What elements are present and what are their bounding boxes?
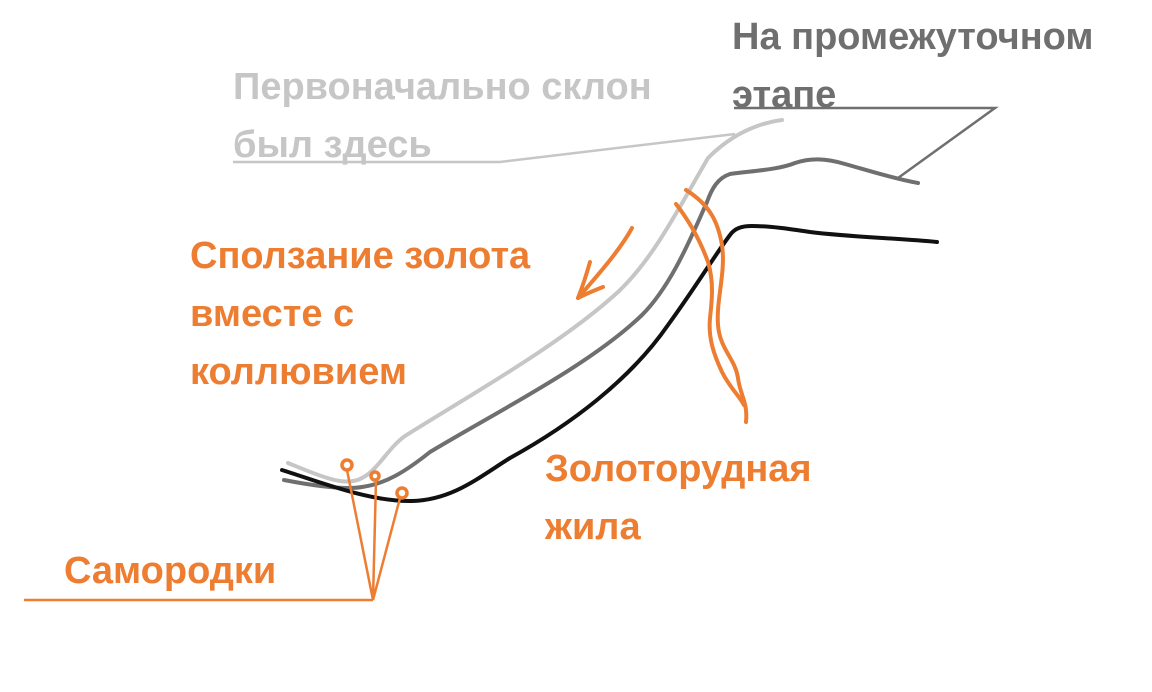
gold-vein-drawing [674,188,749,424]
creep-arrow-icon [576,226,634,300]
nuggets-pointer [24,469,402,602]
original-slope-label-line: был здесь [233,124,432,166]
nuggets-label-text: Самородки [64,550,277,592]
nugget-marker [369,470,381,482]
gold-vein-label-line: Золоторудная [545,448,812,490]
gold-creep-label-line: вместе с [190,293,355,335]
intermediate-slope-line [282,157,920,491]
nuggets-label: Самородки [64,542,276,600]
current-slope-line [280,224,939,504]
gold-vein-label-line: жила [545,506,641,548]
gold-creep-label-line: коллювием [190,351,407,393]
intermediate-stage-label: На промежуточном этапе [732,8,1094,124]
original-slope-label: Первоначально склон был здесь [233,58,652,174]
intermediate-slope-pointer [734,106,999,180]
intermediate-stage-label-line: На промежуточном [732,16,1094,58]
gold-vein-label: Золоторудная жила [545,440,812,556]
gold-creep-label-line: Сползание золота [190,235,531,277]
original-slope-label-line: Первоначально склон [233,66,652,108]
intermediate-stage-label-line: этапе [732,74,837,116]
gold-creep-label: Сползание золота вместе с коллювием [190,227,530,401]
original-slope-pointer [233,132,736,164]
original-slope-line [286,118,784,484]
nugget-marker [395,486,409,500]
nugget-marker [340,458,354,472]
